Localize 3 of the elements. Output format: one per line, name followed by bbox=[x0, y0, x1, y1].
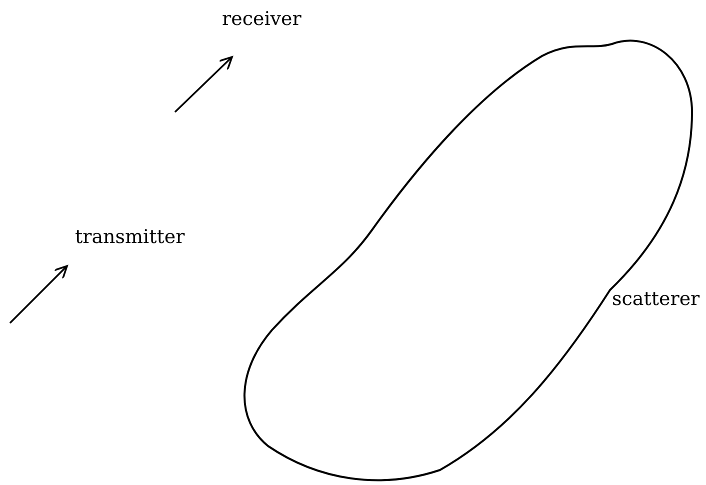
antenna-label: receiver bbox=[222, 8, 302, 30]
object-label: scatterer bbox=[612, 288, 700, 310]
antenna-label: transmitter bbox=[75, 226, 185, 248]
